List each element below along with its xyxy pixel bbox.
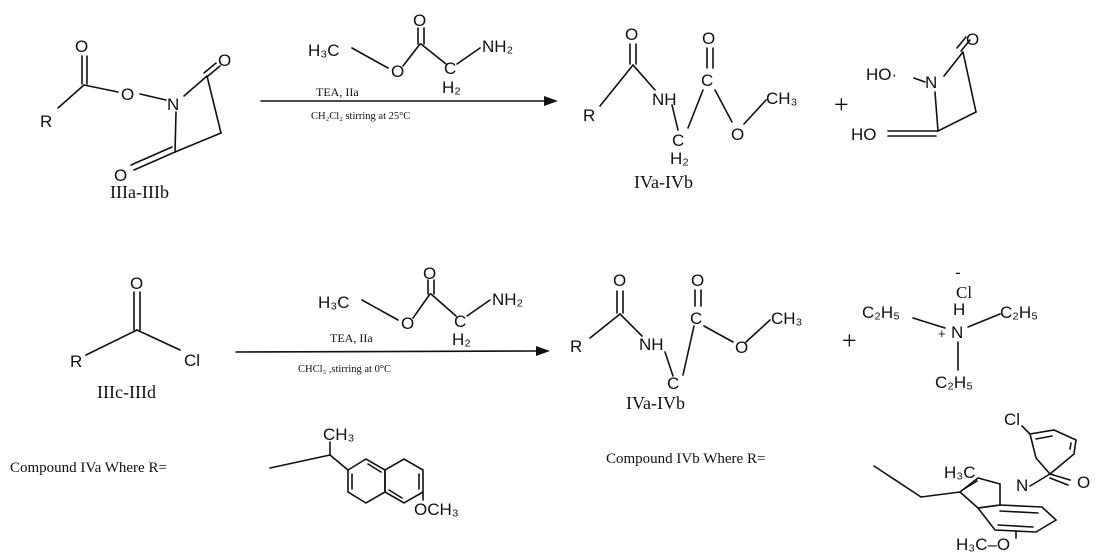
- imide-oxygen-bottom: O: [114, 166, 127, 185]
- reactant-label-1: IIIa-IIIb: [110, 182, 169, 202]
- r-group-indolyl: H₃C N O H₃C–O O C Cl: [873, 410, 1090, 553]
- ester-oxygen: O: [391, 62, 404, 81]
- methyl-group: CH₃: [766, 89, 797, 108]
- ester-oxygen: O: [735, 338, 748, 357]
- ammonium-charge: +: [938, 326, 946, 341]
- ethyl-group-right: C₂H₅: [1000, 303, 1038, 322]
- chlorine: Cl: [1004, 410, 1020, 429]
- methylene-carbon: C: [444, 59, 456, 78]
- reactant-label-2: IIIc-IIId: [97, 382, 156, 402]
- ester-carbonyl-oxygen: O: [691, 271, 704, 290]
- ester-carbonyl-oxygen: O: [702, 29, 715, 48]
- product-amide-ester-2: R O NH C O C H₂ O CH₃ IVa-IVb: [570, 271, 802, 413]
- indole-nitrogen: N: [1016, 476, 1028, 495]
- ester-carbon: C: [690, 309, 702, 328]
- enol-hydroxyl: HO: [851, 125, 877, 144]
- methylene-hydrogens: H₂: [442, 78, 461, 97]
- ammonium-hydrogen: H: [953, 300, 965, 319]
- n-hydroxysuccinimide: HO· N O HO: [851, 30, 979, 144]
- plus-sign-1: +: [834, 90, 849, 119]
- reactant-acid-chloride: R O Cl IIIc-IIId: [70, 274, 200, 402]
- ester-carbon: C: [701, 71, 713, 90]
- reagent-glycine-methyl-ester-2: H₃C O O C H₂ NH₂: [318, 264, 523, 349]
- imide-oxygen-top: O: [966, 30, 979, 49]
- methyl-group: CH₃: [323, 425, 354, 444]
- methylene-hydrogens: H₂: [452, 330, 471, 349]
- carbonyl-oxygen: O: [75, 37, 88, 56]
- r-group: R: [583, 106, 595, 125]
- condition-below-1: CH₂Cl₂ stirring at 25°C: [311, 111, 410, 122]
- methylene-carbon: C: [667, 374, 679, 393]
- reaction-arrow-2: TEA, IIa CHCl₃ ,stirring at 0°C: [235, 331, 550, 375]
- amide-oxygen: O: [613, 271, 626, 290]
- reactant-nhs-ester: R O O N O O IIIa-IIIb: [40, 37, 231, 202]
- imide-oxygen-top: O: [218, 51, 231, 70]
- amine-group: NH₂: [492, 290, 523, 309]
- product-label-2: IVa-IVb: [626, 393, 685, 413]
- methoxy-group: OCH₃: [414, 500, 459, 519]
- ethyl-group-bottom: C₂H₅: [935, 373, 973, 392]
- caption-compound-a: Compound IVa Where R=: [10, 460, 167, 476]
- r-group: R: [40, 112, 52, 131]
- amide-nh: NH: [652, 90, 677, 109]
- ethyl-group-left: C₂H₅: [862, 303, 900, 322]
- chloride-charge: -: [955, 263, 961, 282]
- succinimide-nitrogen: N: [925, 73, 937, 92]
- carbonyl-oxygen: O: [413, 11, 426, 30]
- r-group: R: [70, 352, 82, 371]
- caption-compound-b: Compound IVb Where R=: [606, 451, 765, 467]
- methylene-carbon: C: [454, 312, 466, 331]
- product-label-1: IVa-IVb: [634, 172, 693, 192]
- plus-sign-2: +: [842, 326, 857, 355]
- methylene-carbon: C: [672, 131, 684, 150]
- reaction-arrow-1: TEA, IIa CH₂Cl₂ stirring at 25°C: [260, 85, 558, 122]
- methylene-hydrogens: H₂: [670, 149, 689, 168]
- methoxy-group: H₃C–O: [956, 535, 1010, 553]
- product-amide-ester-1: R O NH C O C H₂ O CH₃ IVa-IVb: [583, 25, 797, 192]
- reagent-glycine-methyl-ester-1: H₃C O O C H₂ NH₂: [308, 11, 513, 97]
- carbonyl-oxygen: O: [130, 274, 143, 293]
- triethylammonium-chloride: - Cl H N + C₂H₅ C₂H₅ C₂H₅: [862, 263, 1038, 392]
- amide-oxygen: O: [625, 25, 638, 44]
- methyl-on-indole: H₃C: [944, 463, 975, 482]
- methyl-group: CH₃: [771, 309, 802, 328]
- r-group: R: [570, 337, 582, 356]
- amine-group: NH₂: [482, 37, 513, 56]
- chloride: Cl: [956, 283, 972, 302]
- chlorine: Cl: [184, 351, 200, 370]
- carbonyl-oxygen: O: [423, 264, 436, 283]
- condition-above-1: TEA, IIa: [316, 85, 359, 99]
- benzoyl-oxygen: O: [1077, 473, 1090, 492]
- r-group-methoxynaphthyl: CH₃ OCH₃: [269, 425, 459, 519]
- amide-nh: NH: [639, 335, 664, 354]
- methyl-group: H₃C: [308, 41, 339, 60]
- ester-oxygen: O: [401, 314, 414, 333]
- condition-above-2: TEA, IIa: [330, 331, 373, 345]
- succinimide-nitrogen: N: [167, 95, 179, 114]
- condition-below-2: CHCl₃ ,stirring at 0°C: [298, 364, 391, 375]
- ammonium-nitrogen: N: [951, 323, 963, 342]
- methyl-group: H₃C: [318, 293, 349, 312]
- ester-oxygen: O: [731, 125, 744, 144]
- ester-oxygen: O: [121, 85, 134, 104]
- hydroxyl-group: HO·: [866, 65, 897, 84]
